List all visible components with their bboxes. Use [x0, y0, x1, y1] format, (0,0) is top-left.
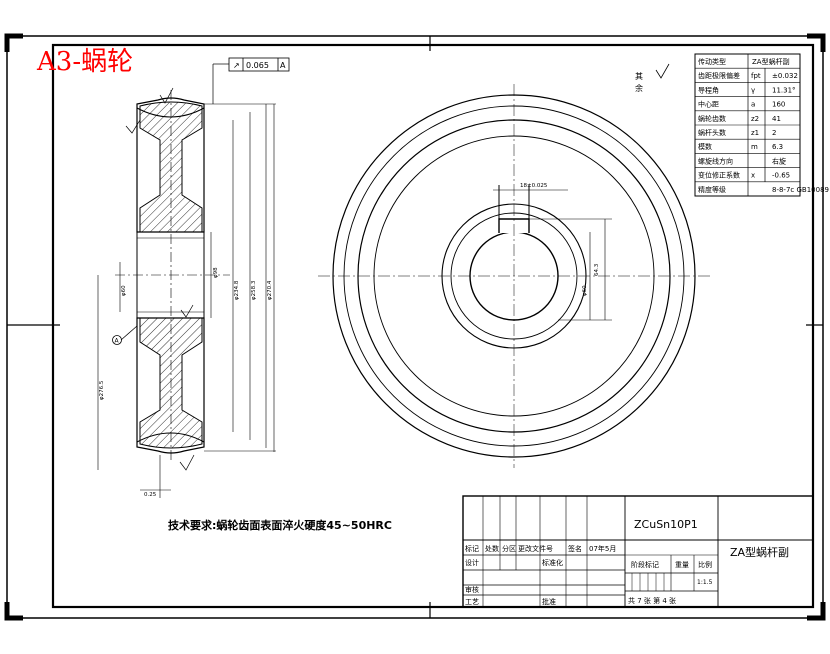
roughness-note-line1: 其	[635, 72, 643, 81]
weight-label: 重量	[675, 561, 689, 569]
param-value: 160	[772, 101, 785, 109]
tolerance-datum: A	[280, 61, 286, 70]
material-label: ZCuSn10P1	[634, 518, 698, 531]
dim-hub: φ98	[213, 267, 219, 278]
front-view	[318, 84, 710, 468]
datum-a-label: A	[115, 338, 120, 345]
tolerance-frame: ↗ 0.065 A	[212, 57, 290, 104]
param-value: ±0.032	[772, 72, 798, 80]
param-value: 8-8-7c GB10089	[772, 186, 829, 194]
dim-bore: φ60	[582, 285, 588, 296]
param-symbol: γ	[751, 86, 755, 94]
head-zone: 分区	[502, 544, 516, 553]
head-count: 处数	[485, 544, 499, 553]
param-symbol: x	[751, 172, 755, 180]
dim-bottom: 0.25	[144, 492, 157, 498]
head-mark: 标记	[465, 544, 479, 553]
param-name: 导程角	[698, 85, 719, 94]
param-name: 蜗杆头数	[698, 128, 726, 137]
dim-root: φ234.8	[234, 280, 240, 300]
param-value: 6.3	[772, 143, 783, 151]
param-name: 精度等级	[698, 185, 726, 194]
param-value: 11.31°	[772, 86, 796, 94]
param-symbol: fpt	[751, 72, 761, 80]
tolerance-value: 0.065	[246, 61, 269, 70]
head-signature: 签名	[568, 544, 582, 553]
dim-bore-section: φ60	[121, 285, 127, 296]
param-value: -0.65	[772, 172, 790, 180]
row-standard: 标准化	[542, 558, 563, 567]
dim-tip: φ270.4	[267, 280, 273, 300]
head-date: 07年5月	[589, 544, 616, 553]
param-value: 41	[772, 115, 781, 123]
row-approve: 批准	[542, 597, 556, 606]
param-symbol: m	[751, 143, 758, 151]
dim-pitch: φ258.3	[251, 280, 257, 300]
drawing-name: ZA型蜗杆副	[730, 545, 789, 559]
sheet-count: 共 7 张 第 4 张	[628, 596, 676, 605]
row-design: 设计	[465, 558, 479, 567]
param-symbol: a	[751, 101, 755, 109]
roughness-marks	[125, 87, 195, 471]
param-symbol: z2	[751, 115, 759, 123]
row-process: 工艺	[465, 598, 479, 606]
param-name: 螺旋线方向	[698, 156, 733, 165]
sheet-label: A3-蜗轮	[36, 47, 133, 77]
title-block	[462, 495, 814, 608]
param-name: 蜗轮齿数	[698, 114, 726, 123]
dim-keyway-width: 18±0.025	[520, 183, 548, 189]
sheet-frame	[4, 33, 826, 621]
param-value: 2	[772, 129, 776, 137]
row-check: 审核	[465, 585, 479, 594]
head-change-doc: 更改文件号	[518, 544, 553, 553]
scale-label: 比例	[698, 560, 712, 569]
param-name: 齿距极限偏差	[698, 71, 740, 80]
param-symbol: z1	[751, 129, 759, 137]
param-value: 右旋	[772, 156, 786, 165]
param-name: 变位修正系数	[698, 171, 740, 180]
tech-requirement: 技术要求:蜗轮齿面表面淬火硬度45~50HRC	[168, 518, 392, 532]
scale-value: 1:1.5	[697, 579, 713, 586]
dim-outer: φ276.5	[99, 380, 105, 400]
stage-label: 阶段标记	[631, 560, 659, 569]
tolerance-symbol: ↗	[233, 61, 240, 70]
param-name: 模数	[698, 142, 712, 151]
roughness-note: 其 余	[635, 63, 670, 93]
param-value: ZA型蜗杆副	[752, 57, 790, 66]
dim-keyway-depth: 64.3	[594, 263, 600, 276]
param-name: 传动类型	[698, 57, 726, 66]
roughness-note-line2: 余	[635, 83, 643, 93]
section-dimensions	[97, 103, 276, 498]
section-view: A	[112, 90, 230, 462]
param-name: 中心距	[698, 100, 719, 109]
